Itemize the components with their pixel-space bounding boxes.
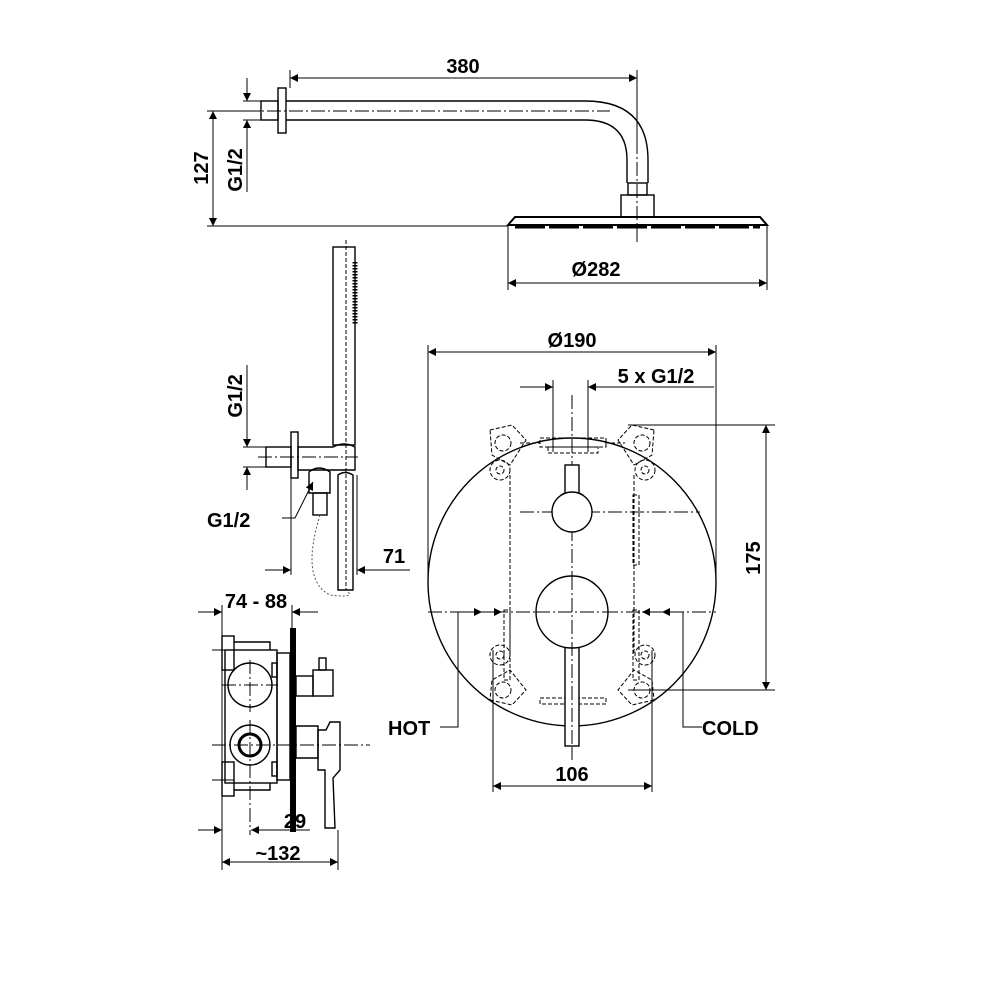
dim-outlets-label: 5 x G1/2	[618, 366, 695, 388]
dim-arm-length: 380	[289, 56, 638, 140]
hot-label: HOT	[388, 718, 430, 740]
dim-arm-height: 127 G1/2	[191, 78, 508, 227]
dim-71: 71	[383, 546, 405, 568]
dim-head-diameter: Ø282	[507, 226, 768, 290]
dim-arm-thread: G1/2	[225, 148, 247, 191]
dim-plate-diameter: Ø190	[427, 330, 717, 582]
hand-shower-view	[258, 240, 358, 597]
dim-175: 175	[743, 541, 765, 574]
hand-shower-handle	[332, 246, 356, 446]
dim-29: 29	[284, 811, 306, 833]
shower-arm-pipe	[286, 100, 649, 183]
dim-190: Ø190	[548, 330, 597, 352]
wall-flange	[277, 87, 287, 134]
dim-hand-thread: G1/2 G1/2	[207, 365, 314, 532]
mixer-lever	[317, 721, 341, 829]
dim-wall-depth: 74 - 88	[198, 591, 318, 870]
dim-127: 127	[191, 151, 213, 184]
mounting-lugs	[489, 424, 656, 706]
hose	[311, 514, 350, 597]
dim-hand-thread-label: G1/2	[225, 374, 247, 417]
dim-380: 380	[446, 56, 479, 78]
mixer-side-view	[212, 628, 370, 835]
shower-arm-view	[245, 87, 770, 245]
diverter-knob-front	[551, 491, 593, 533]
holder-body	[297, 443, 356, 471]
dim-74-88: 74 - 88	[225, 591, 287, 613]
diverter-knob	[312, 669, 334, 697]
cold-inlet-marker: COLD	[642, 608, 759, 740]
holder-flange	[290, 431, 299, 479]
hot-inlet-marker: HOT	[388, 608, 502, 740]
dim-holder-projection: 71	[265, 475, 410, 575]
dim-box-height: 175	[628, 424, 775, 691]
dim-106: 106	[555, 764, 588, 786]
dim-inlet-offset: 29	[198, 811, 310, 834]
callout-hose-thread: G1/2	[207, 510, 250, 532]
shower-head	[505, 216, 770, 226]
mixer-front-view	[427, 395, 717, 760]
cold-label: COLD	[702, 718, 759, 740]
dim-282: Ø282	[572, 259, 621, 281]
dim-box-width: 106	[492, 650, 653, 792]
dim-132: ~132	[255, 843, 300, 865]
cover-plate-edge	[290, 628, 296, 832]
dim-outlets: 5 x G1/2	[520, 366, 714, 452]
hose-connector	[308, 467, 331, 494]
dim-total-depth: ~132	[222, 830, 339, 870]
